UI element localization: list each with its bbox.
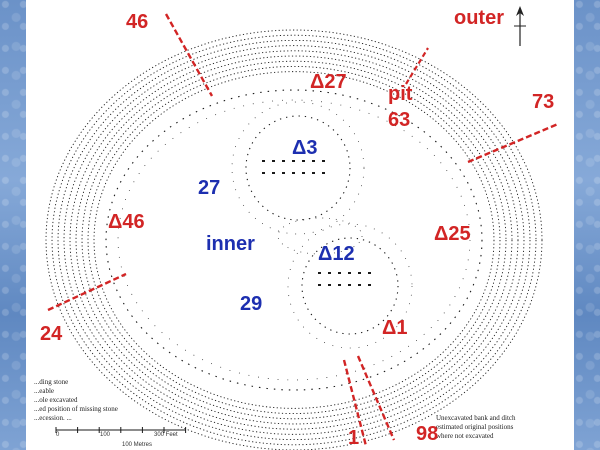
legend-left-line: ...ecession. ... — [34, 414, 72, 422]
stone-marker — [358, 272, 361, 274]
cut-line-pit — [405, 47, 429, 85]
outer-bank-ring — [45, 29, 543, 450]
legend-right-line: estimated original positions — [436, 423, 514, 431]
label-27: 27 — [198, 177, 221, 199]
label-1: 1 — [348, 427, 360, 449]
cut-line-46 — [164, 13, 214, 97]
label-delta-46: Δ46 — [108, 211, 145, 233]
label-delta-1: Δ1 — [382, 317, 408, 339]
label-pit-63: 63 — [388, 109, 411, 131]
stone-marker — [282, 172, 285, 174]
north-arrow-icon — [514, 6, 526, 46]
stone-marker — [328, 272, 331, 274]
cut-line-98 — [356, 355, 396, 441]
legend-right: Unexcavated bank and ditch estimated ori… — [436, 414, 516, 441]
outer-bank-ring — [63, 45, 525, 435]
stone-marker — [318, 284, 321, 286]
legend-left-line: ...eable — [34, 387, 55, 395]
stone-marker — [282, 160, 285, 162]
legend-left-line: ...ding stone — [34, 378, 69, 386]
label-inner: inner — [206, 233, 255, 255]
legend-right-line: Unexcavated bank and ditch — [436, 414, 516, 422]
label-delta-27: Δ27 — [310, 71, 347, 93]
stone-marker — [312, 160, 315, 162]
label-46: 46 — [126, 11, 149, 33]
stone-circle-plan-drawing — [45, 13, 559, 450]
stone-marker — [322, 160, 325, 162]
site-plan: ...ding stone ...eable ...ole excavated … — [26, 0, 574, 450]
cut-line-1 — [342, 359, 368, 447]
stone-marker — [322, 172, 325, 174]
stone-marker — [368, 272, 371, 274]
label-98: 98 — [416, 423, 439, 445]
label-delta-25: Δ25 — [434, 223, 471, 245]
outer-bank-ring — [93, 71, 495, 409]
stone-marker — [348, 284, 351, 286]
stone-marker — [292, 160, 295, 162]
stone-marker — [358, 284, 361, 286]
north-inner-circle — [245, 115, 351, 221]
stone-marker — [368, 284, 371, 286]
legend-right-line: where not excavated — [436, 432, 494, 440]
label-29: 29 — [240, 293, 263, 315]
legend-left-line: ...ole excavated — [34, 396, 78, 404]
stone-marker — [338, 272, 341, 274]
outer-bank-ring — [51, 34, 537, 446]
scale-label-mid: 100 — [100, 432, 111, 438]
stone-marker — [292, 172, 295, 174]
stone-marker — [302, 160, 305, 162]
stone-marker — [328, 284, 331, 286]
legend-left: ...ding stone ...eable ...ole excavated … — [34, 378, 118, 423]
hole-ring — [105, 89, 483, 391]
stone-marker — [262, 160, 265, 162]
north-inner-circle-outer — [231, 101, 365, 235]
cut-line-24 — [47, 272, 127, 312]
right-decorative-band — [574, 0, 600, 450]
stone-marker — [302, 172, 305, 174]
label-pit: pit — [388, 83, 413, 105]
label-outer: outer — [454, 7, 504, 29]
stone-marker — [272, 160, 275, 162]
stone-marker — [272, 172, 275, 174]
outer-bank-ring — [69, 50, 519, 430]
scale-label-feet: 300 Feet — [154, 432, 178, 438]
central-link-ring — [277, 217, 363, 255]
stone-marker — [338, 284, 341, 286]
legend-left-line: ...ed position of missing stone — [34, 405, 118, 413]
label-73: 73 — [532, 91, 555, 113]
outer-bank-ring — [57, 39, 531, 441]
label-delta-12: Δ12 — [318, 243, 355, 265]
stone-marker — [348, 272, 351, 274]
scale-label-zero: 0 — [56, 432, 60, 438]
stone-marker — [262, 172, 265, 174]
scale-label-metres: 100 Metres — [122, 442, 153, 448]
cut-line-73 — [467, 122, 559, 164]
left-decorative-band — [0, 0, 26, 450]
stone-marker — [318, 272, 321, 274]
stone-marker — [312, 172, 315, 174]
label-delta-3: Δ3 — [292, 137, 318, 159]
label-24: 24 — [40, 323, 63, 345]
